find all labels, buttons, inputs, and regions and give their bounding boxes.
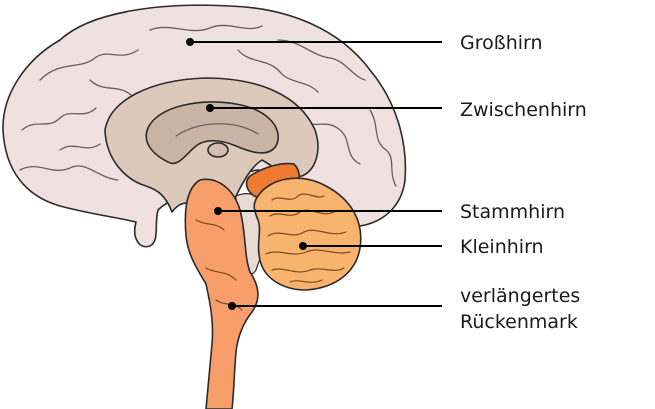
diencephalon-inner-shape: [145, 101, 279, 165]
cerebrum-fold-6: [369, 109, 397, 187]
diencephalon: [104, 77, 319, 213]
label-medulla-line1: verlängertes: [460, 285, 580, 307]
cerebellum-fold-6: [289, 279, 323, 283]
cerebellum-shape: [253, 177, 362, 291]
cerebellum: [253, 177, 362, 291]
dot-brainstem: [214, 207, 222, 215]
cerebrum-fold-9: [237, 49, 319, 93]
cerebrum-fold-1: [39, 49, 139, 81]
labels: Großhirn Zwischenhirn Stammhirn Kleinhir…: [460, 32, 587, 333]
label-cerebellum: Kleinhirn: [460, 236, 544, 258]
thalamus-nucleus: [207, 142, 229, 158]
label-brainstem: Stammhirn: [460, 201, 565, 223]
cerebrum-fold-10: [59, 143, 101, 151]
label-diencephalon: Zwischenhirn: [460, 99, 587, 121]
cerebellum-fold-5: [271, 267, 345, 273]
cerebellum-fold-3: [267, 229, 347, 237]
diencephalon-fold: [175, 123, 259, 137]
cerebrum-fold-3: [277, 39, 366, 81]
leader-lines: [186, 38, 442, 310]
brainstem-fold-1: [195, 219, 225, 231]
cerebrum-fold-4: [21, 107, 97, 131]
label-cerebrum: Großhirn: [460, 32, 543, 54]
brainstem-shape: [184, 178, 259, 409]
dot-cerebellum: [299, 242, 307, 250]
cerebellum-fold-1: [271, 193, 325, 201]
cerebrum-fold-5: [19, 165, 119, 181]
dot-diencephalon: [206, 104, 214, 112]
cerebrum-fold-2: [149, 24, 263, 32]
label-medulla-line2: Rückenmark: [460, 311, 578, 333]
dot-medulla: [228, 302, 236, 310]
dot-cerebrum: [186, 38, 194, 46]
cerebellum-fold-4: [265, 249, 351, 255]
brainstem-fold-2: [205, 267, 237, 281]
brainstem: [184, 178, 259, 409]
